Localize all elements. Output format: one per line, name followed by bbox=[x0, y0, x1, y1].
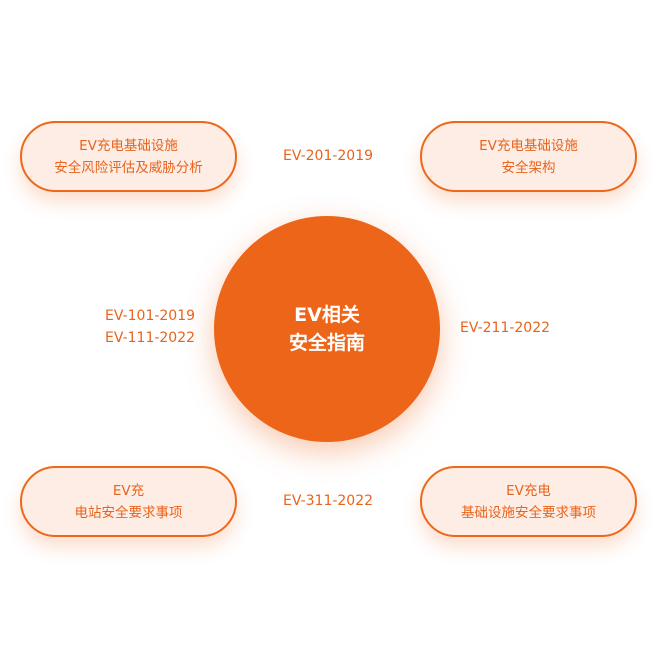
node-line1: EV充电基础设施 bbox=[479, 137, 578, 154]
code-left-1: EV-101-2019 bbox=[104, 308, 196, 324]
code-top: EV-201-2019 bbox=[282, 148, 374, 164]
code-left: EV-101-2019 EV-111-2022 bbox=[90, 305, 210, 349]
code-bottom: EV-311-2022 bbox=[282, 493, 374, 509]
node-infrastructure-requirements: EV充电 基础设施安全要求事项 bbox=[420, 466, 637, 537]
node-line2: 电站安全要求事项 bbox=[74, 504, 183, 521]
center-node: EV相关 安全指南 bbox=[214, 216, 440, 442]
node-line1: EV充电 bbox=[506, 482, 551, 499]
node-line1: EV充 bbox=[112, 482, 145, 499]
node-security-architecture: EV充电基础设施 安全架构 bbox=[420, 121, 637, 192]
node-risk-assessment: EV充电基础设施 安全风险评估及威胁分析 bbox=[20, 121, 237, 192]
center-line1: EV相关 bbox=[294, 304, 360, 326]
center-line2: 安全指南 bbox=[288, 332, 365, 354]
node-line1: EV充电基础设施 bbox=[79, 137, 178, 154]
node-line2: 安全风险评估及威胁分析 bbox=[54, 159, 203, 176]
node-line2: 安全架构 bbox=[501, 159, 556, 176]
node-station-requirements: EV充 电站安全要求事项 bbox=[20, 466, 237, 537]
code-left-2: EV-111-2022 bbox=[104, 330, 196, 346]
code-right: EV-211-2022 bbox=[459, 320, 551, 336]
node-line2: 基础设施安全要求事项 bbox=[461, 504, 596, 521]
